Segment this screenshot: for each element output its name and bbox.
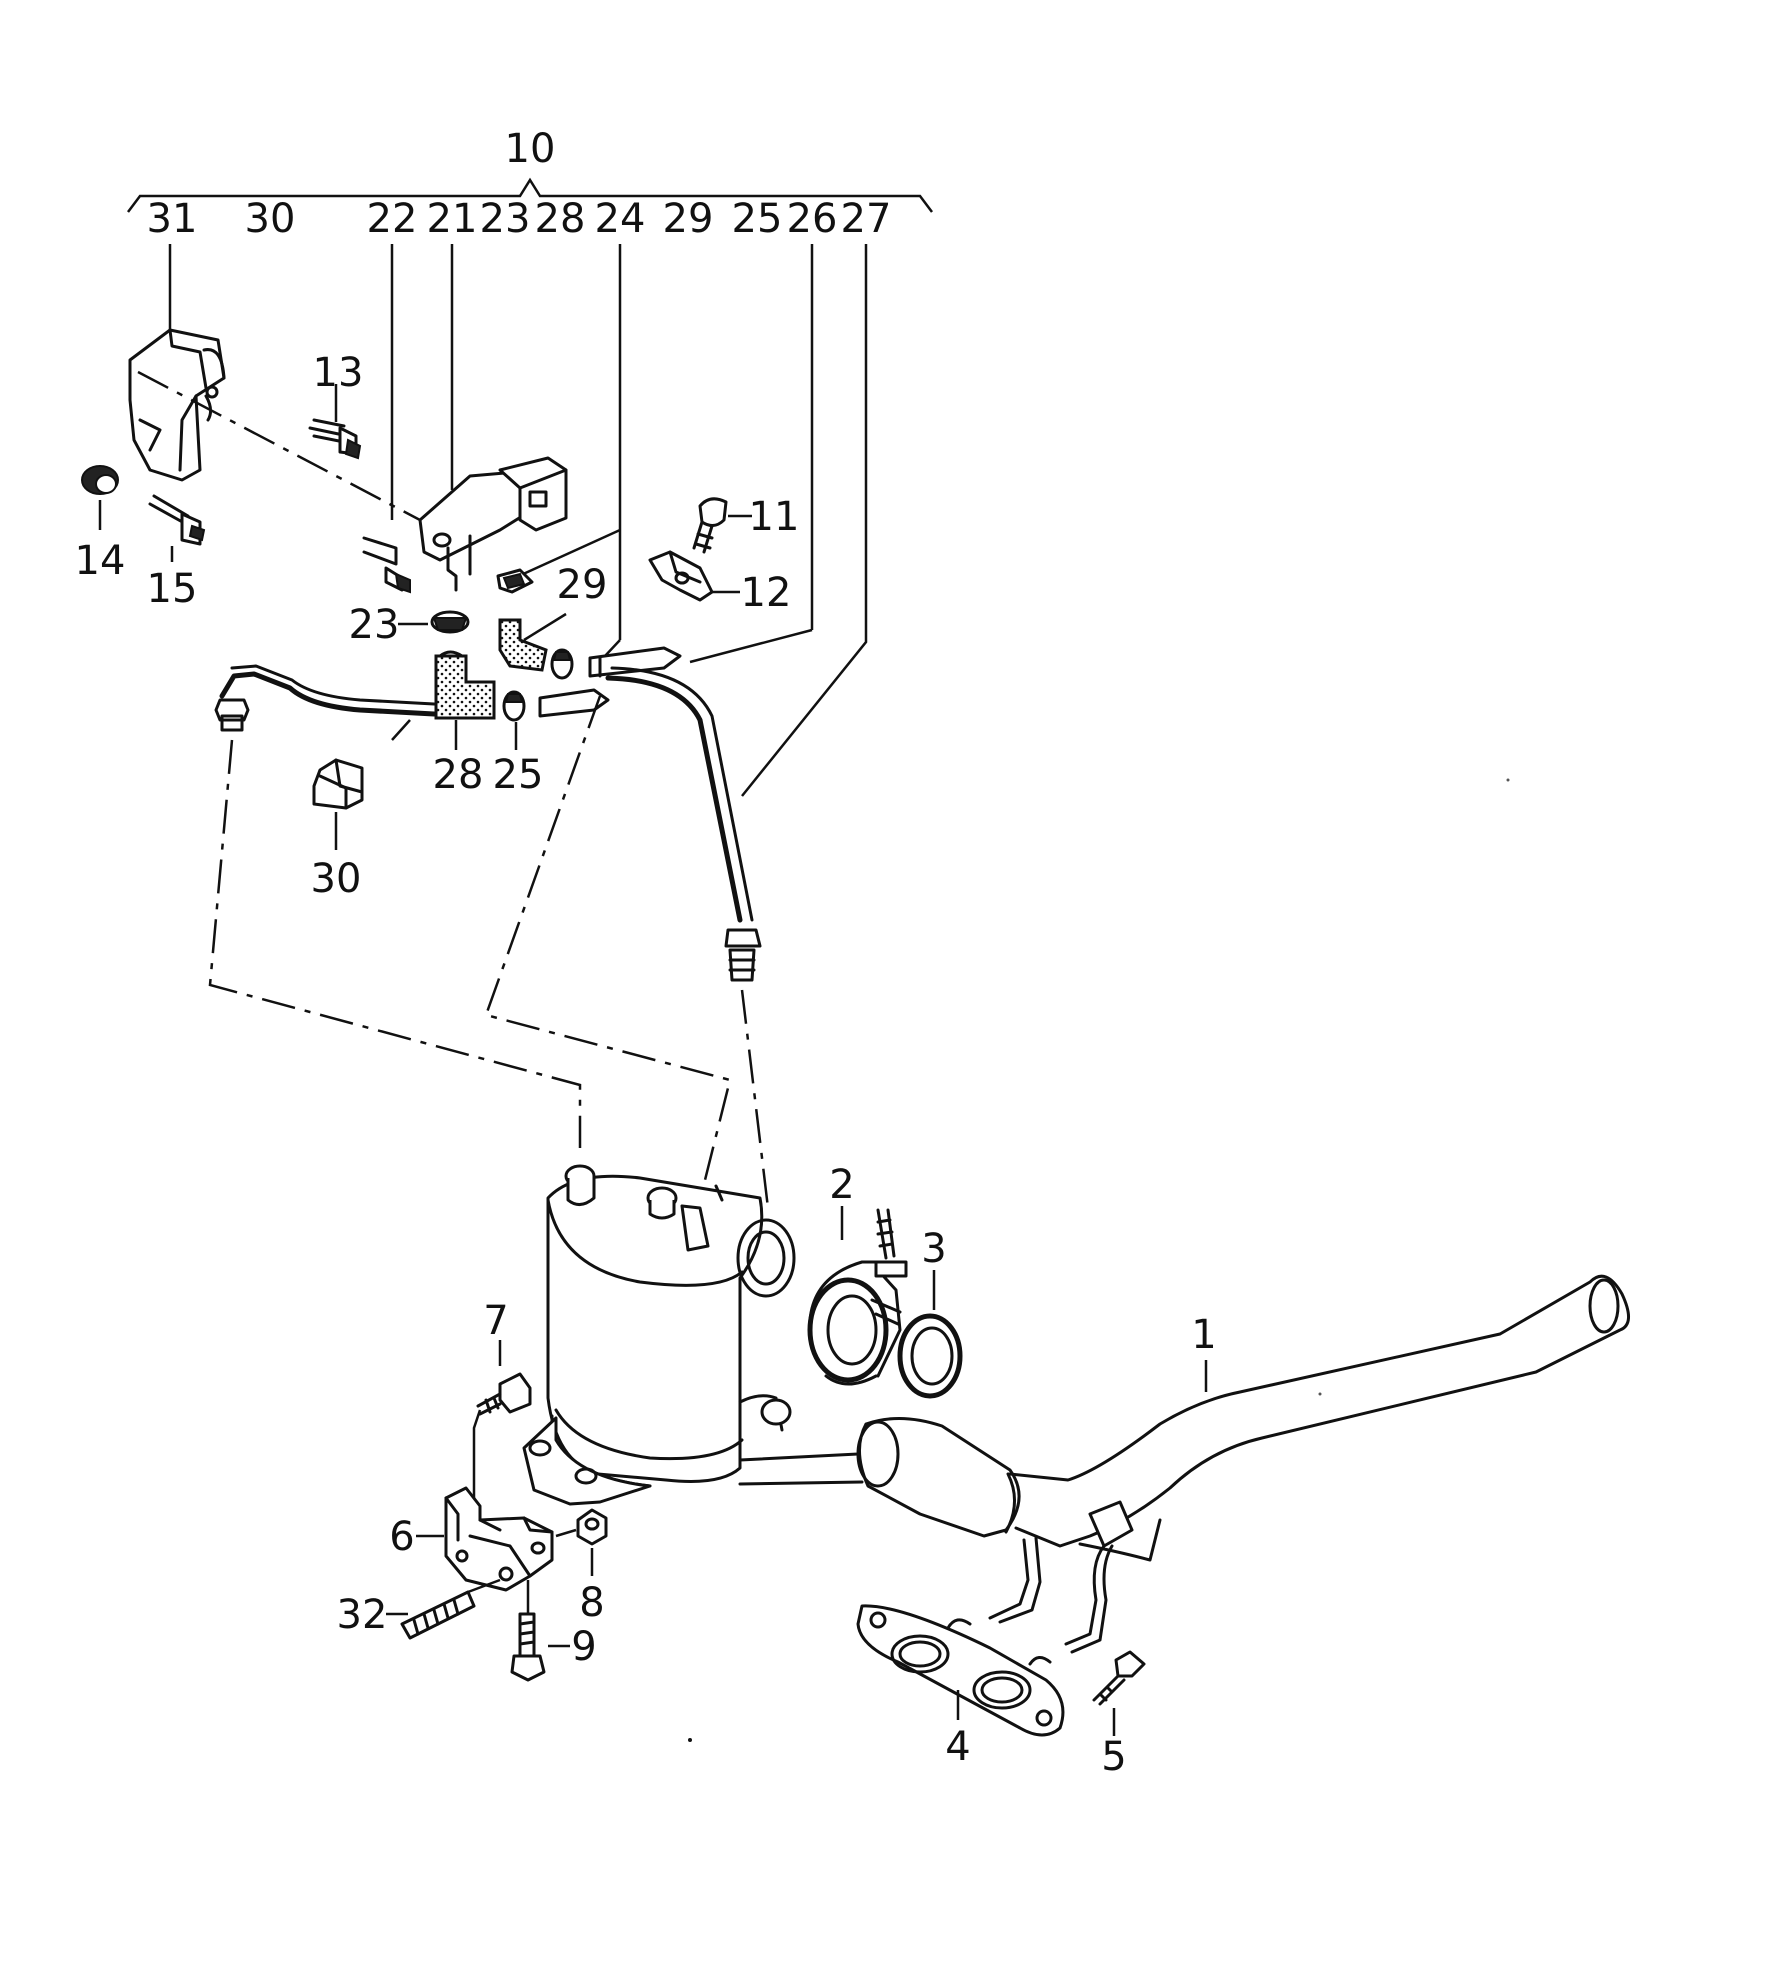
callout-25-top: 25 (732, 196, 783, 242)
callout-22-top: 22 (367, 196, 418, 242)
bolt-11: 11 (692, 494, 800, 554)
clamp-2: 2 (807, 1162, 908, 1386)
callout-7: 7 (483, 1298, 508, 1344)
hose-clip-23: 23 (349, 602, 470, 648)
callout-29-top: 29 (663, 196, 714, 242)
routing-centerlines (208, 695, 770, 1209)
bolt-7: 7 (472, 1298, 532, 1506)
bolt-9: 9 (510, 1580, 597, 1682)
seal-3: 3 (897, 1226, 963, 1399)
callout-21-top: 21 (427, 196, 478, 242)
callout-27-top: 27 (841, 196, 892, 242)
pressure-pipe-right (605, 666, 762, 982)
callout-26-top: 26 (787, 196, 838, 242)
particulate-filter (546, 1164, 796, 1488)
clip-12: 12 (648, 550, 792, 616)
bracket-6: 6 (389, 1486, 554, 1592)
callout-4: 4 (945, 1724, 970, 1770)
bolt-15: 15 (147, 494, 206, 612)
exhaust-hanger (988, 1500, 1134, 1654)
callout-31-top: 31 (147, 196, 198, 242)
callout-28: 28 (433, 752, 484, 798)
callout-30: 30 (311, 856, 362, 902)
callout-10: 10 (505, 126, 556, 172)
callout-25: 25 (493, 752, 544, 798)
callout-11: 11 (749, 494, 800, 540)
callout-13: 13 (313, 350, 364, 396)
pressure-sensor-21 (418, 456, 568, 592)
flange-4: 4 (856, 1604, 1065, 1770)
washer-14: 14 (75, 465, 126, 584)
callout-24-top: 24 (595, 196, 646, 242)
callout-28-top: 28 (535, 196, 586, 242)
callout-14: 14 (75, 538, 126, 584)
scan-specks (688, 778, 1510, 1742)
callout-23-top: 23 (480, 196, 531, 242)
clip-22 (362, 536, 411, 594)
top-leader-lines (168, 244, 868, 797)
callout-12: 12 (741, 570, 792, 616)
hose-28: 28 (433, 650, 496, 798)
nut-8: 8 (555, 1508, 608, 1626)
callout-29: 29 (557, 562, 608, 608)
callout-8: 8 (579, 1580, 604, 1626)
bracket-31 (128, 328, 226, 482)
centerline-bracket-sensor (137, 370, 421, 522)
stud-32: 32 (337, 1578, 501, 1640)
group-bracket-10: 10 31 30 22 21 23 28 24 29 25 26 27 (127, 126, 933, 242)
callout-15: 15 (147, 566, 198, 612)
pressure-pipe-left (214, 664, 437, 741)
callout-9: 9 (571, 1624, 596, 1670)
callout-2: 2 (829, 1162, 854, 1208)
callout-30-top: 30 (245, 196, 296, 242)
hose-clip-25: 25 (493, 690, 544, 798)
callout-6: 6 (389, 1514, 414, 1560)
callout-3: 3 (921, 1226, 946, 1272)
hose-clip-24 (550, 648, 574, 680)
callout-23: 23 (349, 602, 400, 648)
filter-mount-bracket (522, 1416, 652, 1506)
hose-29: 29 (498, 562, 608, 672)
clip-30: 30 (311, 758, 364, 902)
bolt-13: 13 (308, 350, 364, 460)
callout-1: 1 (1191, 1312, 1216, 1358)
hose-clip-upper (496, 568, 534, 594)
bolt-5: 5 (1092, 1650, 1146, 1780)
callout-32: 32 (337, 1592, 388, 1638)
callout-5: 5 (1101, 1734, 1126, 1780)
exhaust-pipe-1: 1 (738, 1274, 1630, 1562)
